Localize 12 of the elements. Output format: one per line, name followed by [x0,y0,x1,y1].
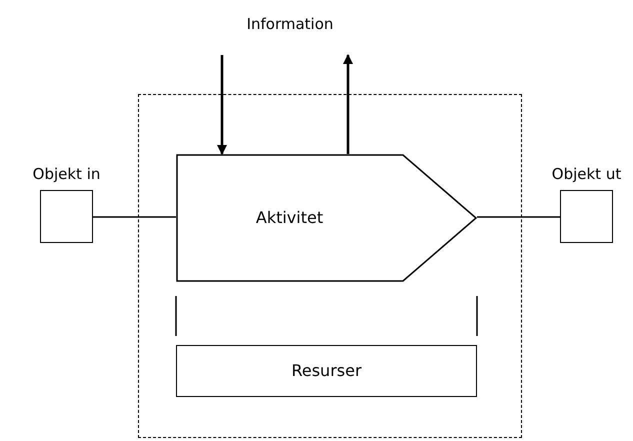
activity-pentagon: Aktivitet [176,154,477,282]
resource-box: Resurser [176,345,477,397]
arrow [217,55,227,155]
dashed-boundary [138,94,522,438]
connector-line [93,216,176,218]
connector-line [477,216,560,218]
node-label: Objekt ut [552,167,622,182]
object-square [40,190,93,243]
node-label: Objekt in [32,167,100,182]
arrow [343,54,353,154]
label: Information [246,17,334,32]
object-square [560,190,613,243]
